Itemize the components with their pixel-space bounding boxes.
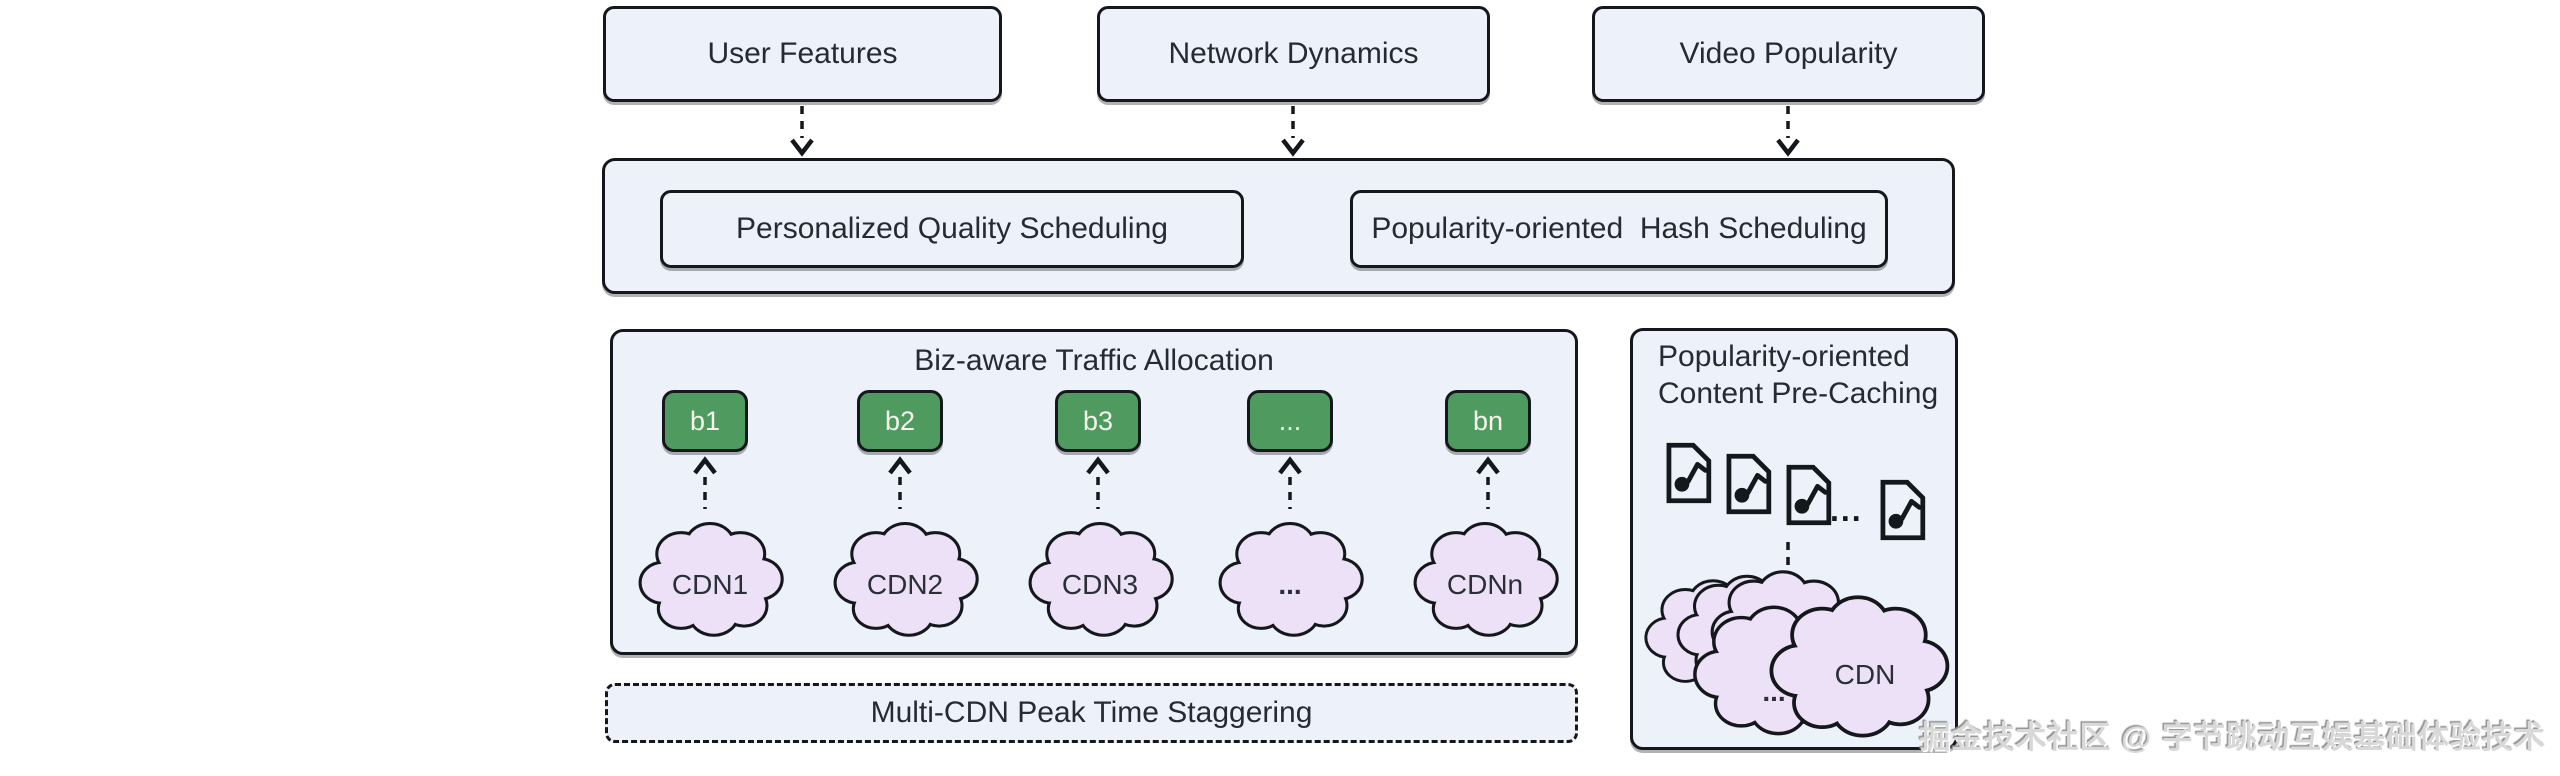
dashed-arrow-down-icon	[1776, 106, 1800, 157]
biz-node-b2: b2	[857, 390, 943, 452]
biz-node-label: ...	[1278, 405, 1302, 436]
traffic-allocation-title: Biz-aware Traffic Allocation	[914, 344, 1274, 377]
node-label: Personalized Quality Scheduling	[736, 212, 1168, 245]
cloud-icon	[829, 514, 981, 644]
dashed-arrow-up-icon	[888, 456, 912, 509]
biz-node-label: b2	[884, 405, 916, 436]
node-label: Network Dynamics	[1168, 37, 1419, 70]
precache-title-line1: Popularity-oriented	[1658, 340, 1910, 373]
dashed-arrow-up-icon	[1476, 456, 1500, 509]
biz-node-ellipsis: ...	[1247, 390, 1333, 452]
staggering-label: Multi-CDN Peak Time Staggering	[870, 696, 1313, 729]
staggering-box: Multi-CDN Peak Time Staggering	[605, 683, 1578, 743]
dashed-arrow-up-icon	[1278, 456, 1302, 509]
cloud-icon	[1024, 514, 1176, 644]
cloud-icon	[1409, 514, 1561, 644]
music-file-icon	[1726, 453, 1772, 515]
node-popularity-hash-scheduling: Popularity-oriented Hash Scheduling	[1350, 190, 1888, 268]
precache-title: Popularity-oriented Content Pre-Caching	[1658, 338, 1942, 412]
music-file-icon	[1666, 442, 1712, 504]
cloud-icon	[634, 514, 786, 644]
music-file-icon	[1786, 464, 1832, 526]
node-personalized-quality-scheduling: Personalized Quality Scheduling	[660, 190, 1244, 268]
precache-title-line2: Content Pre-Caching	[1658, 377, 1939, 410]
node-label: User Features	[707, 37, 898, 70]
dashed-arrow-down-icon	[790, 106, 814, 157]
cloud-icon	[1214, 514, 1366, 644]
dashed-arrow-down-icon	[1281, 106, 1305, 157]
biz-node-label: bn	[1472, 405, 1504, 436]
music-file-icon	[1880, 479, 1926, 541]
biz-node-b1: b1	[662, 390, 748, 452]
watermark: 掘金技术社区 @ 字节跳动互娱基础体验技术	[1919, 720, 2546, 755]
biz-node-label: b1	[689, 405, 721, 436]
node-label: Video Popularity	[1679, 37, 1898, 70]
node-network-dynamics: Network Dynamics	[1097, 6, 1490, 102]
node-label: Popularity-oriented Hash Scheduling	[1371, 212, 1867, 245]
dashed-arrow-up-icon	[1086, 456, 1110, 509]
biz-node-label: b3	[1082, 405, 1114, 436]
biz-node-b3: b3	[1055, 390, 1141, 452]
biz-node-bn: bn	[1445, 390, 1531, 452]
node-user-features: User Features	[603, 6, 1002, 102]
dashed-arrow-up-icon	[693, 456, 717, 509]
node-video-popularity: Video Popularity	[1592, 6, 1985, 102]
files-ellipsis: ...	[1830, 492, 1863, 528]
